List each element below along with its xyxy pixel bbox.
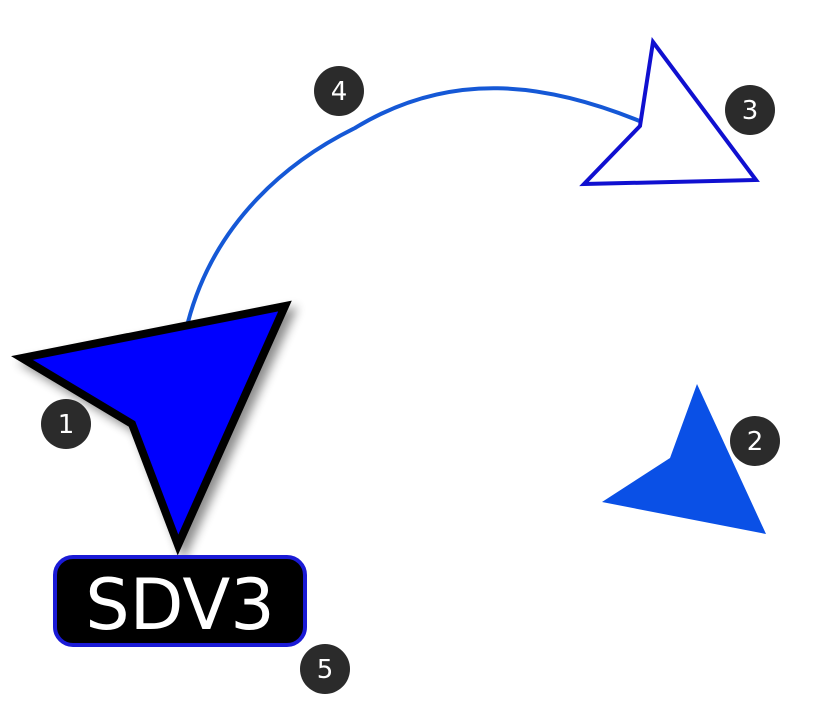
- callout-badge-1: 1: [41, 399, 91, 449]
- callout-badge-4: 4: [314, 66, 364, 116]
- callout-number-3: 3: [742, 96, 759, 126]
- callout-number-1: 1: [58, 410, 75, 440]
- callout-badge-2: 2: [730, 416, 780, 466]
- callout-number-4: 4: [331, 77, 348, 107]
- callout-number-5: 5: [317, 655, 334, 685]
- callout-badge-3: 3: [725, 85, 775, 135]
- route-line: [186, 86, 644, 324]
- callout-number-2: 2: [747, 427, 764, 457]
- vehicle-label: SDV3: [85, 564, 275, 646]
- callout-badge-5: 5: [300, 644, 350, 694]
- vehicle-marker[interactable]: [11, 300, 292, 556]
- waypoint-marker-outline[interactable]: [579, 36, 760, 187]
- vehicle-label-tag[interactable]: SDV3: [53, 555, 307, 647]
- target-marker[interactable]: [602, 384, 766, 534]
